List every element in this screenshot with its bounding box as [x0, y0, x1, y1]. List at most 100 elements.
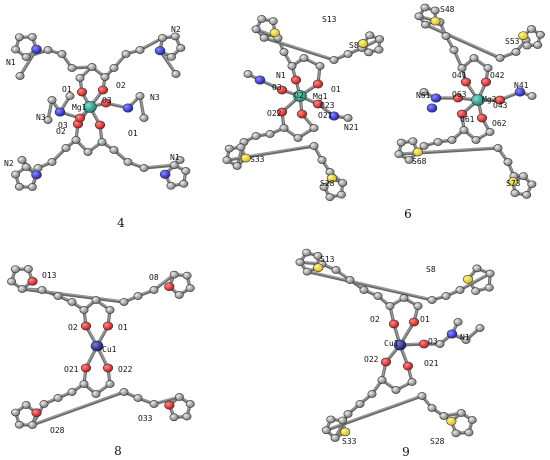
carbon-atom	[61, 144, 71, 152]
carbon-atom	[321, 426, 331, 435]
sulfur-atom	[357, 39, 369, 48]
oxygen-atom	[290, 75, 302, 85]
carbon-atom	[472, 264, 482, 273]
carbon-atom	[309, 142, 319, 150]
nitrogen-atom	[54, 107, 66, 117]
carbon-atom	[453, 318, 463, 326]
carbon-atom	[527, 92, 537, 100]
carbon-atom	[522, 190, 532, 199]
magnesium-atom	[293, 90, 307, 102]
carbon-atom	[170, 32, 180, 41]
atom-label: N3	[36, 113, 46, 122]
carbon-atom	[355, 400, 365, 408]
carbon-atom	[43, 46, 53, 54]
carbon-atom	[319, 183, 329, 191]
carbon-atom	[109, 146, 119, 154]
atom-label: Cu1	[384, 339, 399, 348]
carbon-atom	[295, 258, 305, 267]
carbon-atom	[166, 53, 176, 61]
carbon-atom	[527, 180, 537, 189]
oxygen-atom	[27, 276, 38, 286]
carbon-atom	[139, 164, 149, 172]
atom-label: O28	[50, 426, 65, 435]
oxygen-atom	[312, 99, 324, 109]
carbon-atom	[408, 137, 418, 146]
carbon-atom	[427, 404, 437, 412]
oxygen-atom	[80, 321, 92, 331]
carbon-atom	[105, 306, 115, 314]
oxygen-atom	[100, 98, 112, 108]
atom-label: Mg1	[72, 103, 87, 112]
carbon-atom	[439, 412, 449, 420]
carbon-atom	[11, 45, 21, 54]
carbon-atom	[471, 287, 481, 296]
carbon-atom	[251, 132, 261, 140]
carbon-atom	[279, 48, 289, 56]
carbon-atom	[265, 130, 275, 138]
sulfur-atom	[507, 177, 519, 186]
carbon-atom	[268, 17, 278, 26]
atom-label: O1	[118, 323, 128, 332]
atom-label: N41	[514, 81, 529, 90]
carbon-atom	[464, 428, 474, 437]
atom-label: O22	[267, 109, 282, 118]
carbon-atom	[364, 48, 374, 57]
carbon-atom	[259, 33, 269, 42]
carbon-atom	[345, 276, 355, 284]
carbon-atom	[37, 286, 47, 294]
oxygen-atom	[76, 87, 88, 97]
carbon-atom	[21, 163, 31, 171]
carbon-atom	[510, 189, 520, 198]
carbon-atom	[57, 50, 67, 58]
carbon-atom	[79, 380, 89, 388]
atom-label: O61	[460, 115, 475, 124]
carbon-atom	[135, 46, 145, 54]
carbon-atom	[407, 378, 417, 386]
atom-label: O2	[68, 323, 78, 332]
carbon-atom	[449, 46, 459, 54]
carbon-atom	[343, 410, 353, 418]
bond-highlight	[459, 272, 491, 290]
atom-label: O23	[320, 101, 335, 110]
carbon-atom	[417, 392, 427, 400]
oxygen-atom	[312, 79, 324, 89]
oxygen-atom	[164, 400, 175, 410]
carbon-atom	[169, 413, 179, 422]
oxygen-atom	[276, 85, 288, 95]
oxygen-atom	[476, 113, 488, 123]
caption-compound-6: 6	[404, 207, 412, 221]
oxygen-atom	[480, 77, 492, 87]
carbon-atom	[309, 124, 319, 132]
carbon-atom	[109, 64, 119, 72]
carbon-atom	[427, 296, 437, 304]
atom-label: N21	[344, 123, 359, 132]
atom-label: O42	[490, 71, 505, 80]
atom-label: O3	[102, 96, 112, 105]
carbon-atom	[419, 88, 429, 96]
sulfur-atom	[430, 16, 441, 26]
sulfur-atom	[269, 28, 280, 38]
carbon-atom	[97, 138, 107, 146]
carbon-atom	[331, 266, 341, 274]
carbon-atom	[455, 286, 465, 294]
atom-label: O3	[428, 337, 438, 346]
carbon-atom	[511, 48, 521, 56]
nitrogen-atom	[31, 44, 42, 54]
atom-label: Cu1	[102, 345, 117, 354]
carbon-atom	[171, 70, 181, 78]
carbon-atom	[503, 158, 513, 166]
carbon-atom	[7, 277, 17, 286]
carbon-atom	[17, 285, 27, 293]
carbon-atom	[166, 181, 176, 190]
carbon-atom	[185, 284, 195, 293]
carbon-atom	[67, 64, 77, 72]
atom-label: S13	[320, 255, 335, 264]
copper-atom	[90, 340, 104, 352]
carbon-atom	[119, 298, 129, 306]
carbon-atom	[483, 64, 493, 72]
carbon-atom	[435, 340, 445, 348]
carbon-atom	[336, 190, 346, 199]
oxygen-atom	[102, 321, 114, 331]
carbon-atom	[91, 390, 101, 398]
